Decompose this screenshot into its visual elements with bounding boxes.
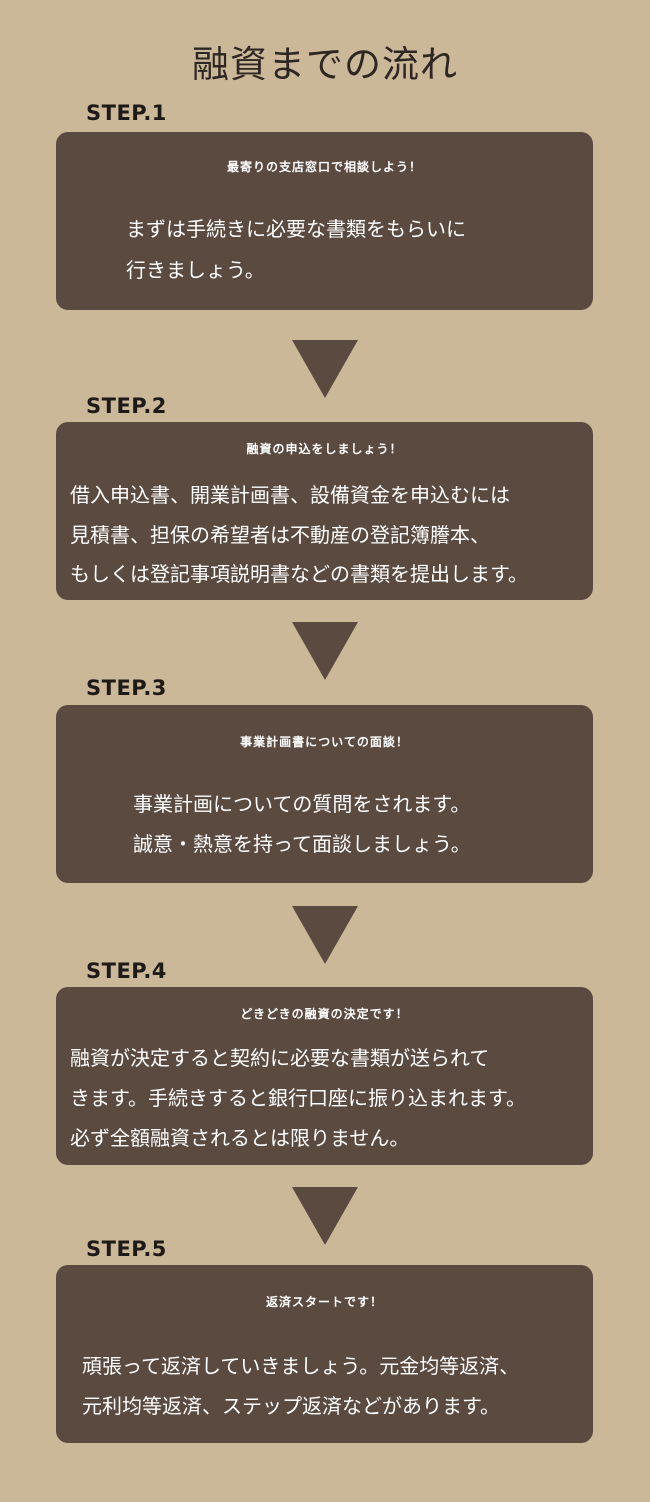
step-4-line-1: 融資が決定すると契約に必要な書類が送られて	[70, 1046, 490, 1070]
step-4-box: どきどきの融資の決定です！ 融資が決定すると契約に必要な書類が送られて きます。…	[56, 987, 593, 1165]
step-3-box: 事業計画書についての面談！ 事業計画についての質問をされます。 誠意・熱意を持っ…	[56, 705, 593, 883]
step-1-heading: 最寄りの支店窓口で相談しよう！	[226, 160, 422, 174]
step-2-label: STEP.2	[86, 394, 167, 418]
step-1-box: 最寄りの支店窓口で相談しよう！ まずは手続きに必要な書類をもらいに 行きましょう…	[56, 132, 593, 310]
step-4-line-3: 必ず全額融資されるとは限りません。	[70, 1126, 410, 1150]
down-arrow-icon	[292, 340, 358, 398]
down-arrow-icon	[292, 622, 358, 680]
step-3-label: STEP.3	[86, 676, 167, 700]
step-2-box: 融資の申込をしましょう！ 借入申込書、開業計画書、設備資金を申込むには 見積書、…	[56, 422, 593, 600]
step-5-heading: 返済スタートです！	[265, 1295, 383, 1309]
page-title: 融資までの流れ	[192, 43, 458, 86]
step-4-heading: どきどきの融資の決定です！	[240, 1007, 409, 1021]
step-2-heading: 融資の申込をしましょう！	[246, 442, 403, 456]
step-2-line-2: 見積書、担保の希望者は不動産の登記簿謄本、	[70, 523, 490, 547]
step-1-line-2: 行きましょう。	[126, 258, 265, 282]
step-5-box: 返済スタートです！ 頑張って返済していきましょう。元金均等返済、 元利均等返済、…	[56, 1265, 593, 1443]
step-5-label: STEP.5	[86, 1237, 167, 1261]
step-1-line-1: まずは手続きに必要な書類をもらいに	[126, 217, 466, 241]
step-3-line-1: 事業計画についての質問をされます。	[133, 792, 471, 816]
step-1-label: STEP.1	[86, 101, 167, 125]
step-3-line-2: 誠意・熱意を持って面談しましょう。	[133, 832, 471, 856]
step-4-line-2: きます。手続きすると銀行口座に振り込まれます。	[70, 1086, 526, 1110]
step-5-line-1: 頑張って返済していきましょう。元金均等返済、	[82, 1354, 520, 1378]
down-arrow-icon	[292, 1187, 358, 1245]
down-arrow-icon	[292, 906, 358, 964]
step-2-line-3: もしくは登記事項説明書などの書類を提出します。	[70, 562, 528, 586]
step-4-label: STEP.4	[86, 959, 167, 983]
step-2-line-1: 借入申込書、開業計画書、設備資金を申込むには	[70, 483, 510, 507]
step-5-line-2: 元利均等返済、ステップ返済などがあります。	[82, 1394, 500, 1418]
step-3-heading: 事業計画書についての面談！	[240, 735, 409, 749]
